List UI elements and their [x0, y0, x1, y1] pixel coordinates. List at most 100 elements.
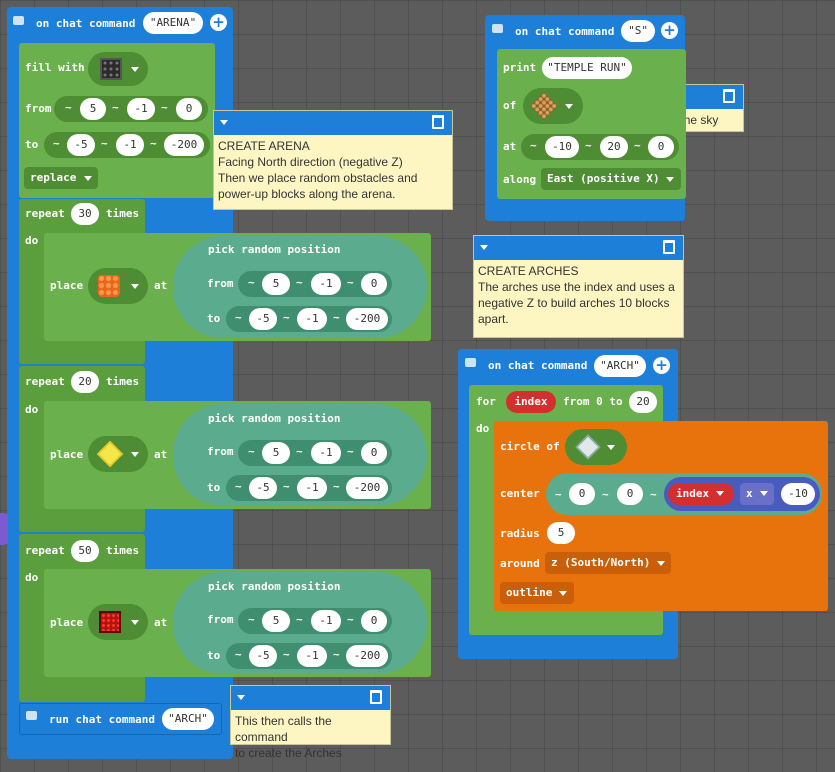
to-label: to — [207, 649, 221, 662]
random-to-z[interactable]: -200 — [346, 308, 388, 330]
comment-line: power-up blocks along the arena. — [218, 187, 396, 201]
around-label: around — [500, 557, 540, 570]
random-to-y[interactable]: -1 — [297, 645, 327, 667]
times-label: times — [106, 375, 140, 388]
comment-arches[interactable]: CREATE ARCHES The arches use the index a… — [473, 235, 684, 338]
trash-icon[interactable] — [723, 89, 735, 103]
comment-line: Then we place random obstacles and — [218, 171, 418, 185]
from-x-field[interactable]: 5 — [80, 98, 106, 120]
chevron-down-icon — [760, 491, 768, 496]
random-to-y[interactable]: -1 — [297, 477, 327, 499]
random-to-z[interactable]: -200 — [346, 477, 388, 499]
center-y-field[interactable]: 0 — [617, 483, 643, 505]
event-label: on chat command — [36, 17, 136, 30]
command-name-field[interactable]: "S" — [621, 20, 655, 42]
of-label: of — [503, 99, 517, 112]
from-y-field[interactable]: -1 — [127, 98, 155, 120]
center-x-field[interactable]: 0 — [569, 483, 595, 505]
random-to-x[interactable]: -5 — [249, 477, 277, 499]
comment-icon[interactable] — [26, 711, 37, 720]
sign-x-field[interactable]: -10 — [545, 136, 579, 158]
trash-icon[interactable] — [370, 690, 382, 704]
index-variable[interactable]: index — [668, 483, 734, 505]
add-parameter-icon[interactable]: + — [661, 22, 678, 39]
to-y-field[interactable]: -1 — [116, 134, 144, 156]
random-from-x[interactable]: 5 — [262, 442, 290, 464]
at-label: at — [503, 140, 517, 153]
random-to-z[interactable]: -200 — [346, 645, 388, 667]
times-label: times — [106, 207, 140, 220]
to-z-field[interactable]: -200 — [164, 134, 204, 156]
chevron-down-icon — [657, 561, 665, 566]
place-label: place — [50, 616, 84, 629]
repeat-label: repeat — [25, 544, 65, 557]
random-from-x[interactable]: 5 — [262, 273, 290, 295]
collapse-icon[interactable] — [237, 695, 245, 700]
radius-field[interactable]: 5 — [547, 522, 575, 544]
trash-icon[interactable] — [663, 240, 675, 254]
chevron-down-icon — [131, 284, 139, 289]
to-x-field[interactable]: -5 — [67, 134, 95, 156]
comment-icon[interactable] — [465, 358, 476, 367]
from-to-label: from 0 to — [563, 395, 623, 408]
from-label: from — [207, 277, 234, 290]
chevron-down-icon — [607, 445, 615, 450]
random-from-z[interactable]: 0 — [361, 273, 387, 295]
multiplier-field[interactable]: -10 — [781, 483, 815, 505]
random-to-x[interactable]: -5 — [249, 308, 277, 330]
chevron-down-icon — [131, 620, 139, 625]
radius-label: radius — [500, 527, 540, 540]
sign-y-field[interactable]: 20 — [600, 136, 628, 158]
random-from-x[interactable]: 5 — [262, 610, 290, 632]
orange-ore-block-icon — [98, 275, 120, 297]
print-text-field[interactable]: "TEMPLE RUN" — [542, 57, 632, 79]
at-label: at — [154, 616, 168, 629]
sign-z-field[interactable]: 0 — [648, 136, 674, 158]
fill-mode-dropdown[interactable]: replace — [24, 167, 98, 189]
repeat-count-field[interactable]: 20 — [71, 371, 99, 393]
random-from-y[interactable]: -1 — [311, 273, 341, 295]
comment-line: negative Z to build arches 10 blocks — [478, 296, 670, 310]
chevron-down-icon — [131, 452, 139, 457]
place-label: place — [50, 279, 84, 292]
run-chat-command-label: run chat command — [49, 713, 155, 726]
add-parameter-icon[interactable]: + — [210, 14, 227, 31]
along-label: along — [503, 173, 537, 186]
event-label: on chat command — [488, 359, 588, 372]
bedrock-block-icon — [100, 58, 122, 80]
operator-dropdown[interactable]: x — [740, 483, 774, 505]
index-variable[interactable]: index — [506, 391, 556, 413]
comment-calls[interactable]: This then calls the command to create th… — [230, 685, 391, 760]
trash-icon[interactable] — [432, 115, 444, 129]
comment-line: Facing North direction (negative Z) — [218, 155, 403, 169]
along-direction-dropdown[interactable]: East (positive X) — [541, 168, 681, 190]
random-from-y[interactable]: -1 — [311, 610, 341, 632]
random-from-z[interactable]: 0 — [361, 610, 387, 632]
repeat-count-field[interactable]: 30 — [71, 203, 99, 225]
comment-line: The arches use the index and uses a — [478, 280, 675, 294]
event-label: on chat command — [515, 25, 615, 38]
command-name-field[interactable]: "ARENA" — [143, 12, 203, 34]
run-command-field[interactable]: "ARCH" — [162, 708, 214, 730]
around-axis-dropdown[interactable]: z (South/North) — [545, 552, 671, 574]
comment-icon[interactable] — [13, 16, 24, 25]
toolbox-edge-tab[interactable] — [0, 513, 8, 545]
loop-end-field[interactable]: 20 — [629, 391, 657, 413]
command-name-field[interactable]: "ARCH" — [594, 355, 646, 377]
comment-line: to create the Arches — [235, 746, 342, 760]
shape-mode-dropdown[interactable]: outline — [500, 582, 574, 604]
random-to-y[interactable]: -1 — [297, 308, 327, 330]
chevron-down-icon — [84, 176, 92, 181]
random-from-y[interactable]: -1 — [311, 442, 341, 464]
comment-arena[interactable]: CREATE ARENA Facing North direction (neg… — [213, 110, 453, 210]
add-parameter-icon[interactable]: + — [653, 357, 670, 374]
collapse-icon[interactable] — [480, 245, 488, 250]
repeat-count-field[interactable]: 50 — [71, 540, 99, 562]
from-z-field[interactable]: 0 — [176, 98, 202, 120]
comment-icon[interactable] — [492, 24, 503, 33]
random-to-x[interactable]: -5 — [249, 645, 277, 667]
random-from-z[interactable]: 0 — [361, 442, 387, 464]
circle-block[interactable] — [494, 421, 828, 611]
collapse-icon[interactable] — [220, 120, 228, 125]
chevron-down-icon — [131, 67, 139, 72]
